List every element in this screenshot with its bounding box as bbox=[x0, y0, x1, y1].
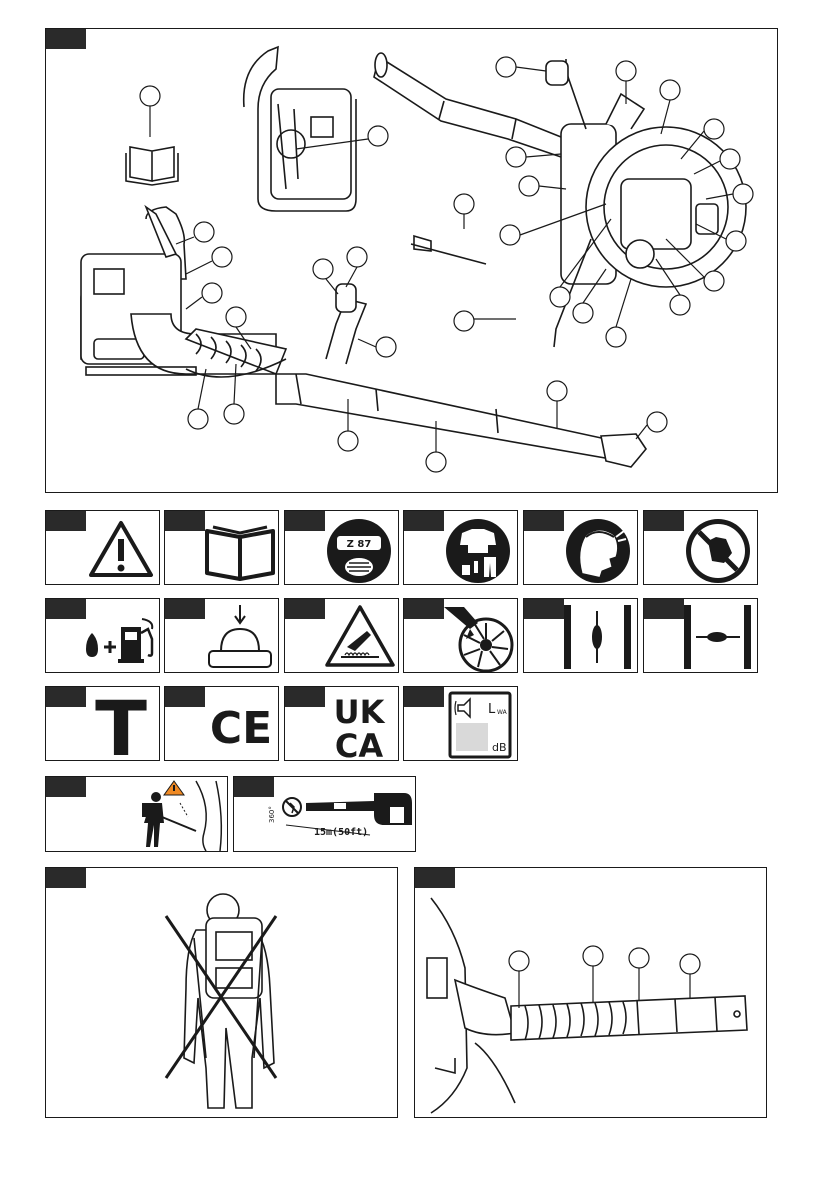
symbol-safe-distance: 360° 15m(50ft) bbox=[233, 776, 416, 852]
hot-surface-warning-icon bbox=[327, 607, 393, 665]
svg-text:CA: CA bbox=[335, 727, 383, 762]
svg-text:Z 87: Z 87 bbox=[347, 539, 372, 550]
svg-text:UK: UK bbox=[334, 693, 386, 731]
ce-mark-symbol: CE bbox=[210, 703, 272, 754]
svg-text:360°: 360° bbox=[268, 806, 276, 823]
overview-panel bbox=[45, 28, 778, 493]
symbol-read-manual bbox=[164, 510, 279, 585]
ukca-mark-symbol: UK CA bbox=[334, 693, 386, 762]
symbol-ce: CE bbox=[164, 686, 279, 761]
choke-open-icon bbox=[684, 605, 751, 669]
protective-clothing-icon bbox=[446, 519, 510, 583]
t-mark-symbol: T bbox=[95, 687, 147, 762]
svg-text:L: L bbox=[488, 702, 496, 717]
svg-text:T: T bbox=[95, 687, 147, 762]
wrong-wearing-panel bbox=[45, 867, 398, 1118]
operator-tree-hazard-icon bbox=[142, 781, 221, 851]
no-loose-clothing-icon bbox=[686, 519, 750, 583]
svg-text:15m(50ft): 15m(50ft) bbox=[314, 827, 368, 838]
overview-illustration bbox=[46, 29, 779, 494]
warning-triangle-icon bbox=[91, 523, 151, 575]
read-manual-icon bbox=[207, 527, 273, 579]
symbol-sound-power: L WA dB bbox=[403, 686, 518, 761]
hand-fan-hazard-icon bbox=[444, 607, 512, 671]
primer-bulb-icon bbox=[209, 605, 271, 667]
symbol-hair-protection bbox=[523, 510, 638, 585]
safety-goggles-mask-icon: Z 87 bbox=[327, 519, 391, 583]
manual-book-icon bbox=[126, 147, 178, 185]
svg-text:CE: CE bbox=[210, 703, 272, 754]
hose-assembly-panel bbox=[414, 867, 767, 1118]
symbol-choke-half bbox=[523, 598, 638, 673]
hose-assembly-drawing bbox=[427, 898, 747, 1113]
symbol-fuel-mix bbox=[45, 598, 160, 673]
symbol-rotating-fan bbox=[403, 598, 518, 673]
svg-text:WA: WA bbox=[497, 709, 508, 716]
symbol-primer bbox=[164, 598, 279, 673]
svg-text:dB: dB bbox=[492, 741, 507, 754]
blower-engine-top bbox=[546, 59, 746, 347]
symbol-ukca: UK CA bbox=[284, 686, 399, 761]
symbol-electric-line-hazard bbox=[45, 776, 228, 852]
bystander-distance-icon: 360° 15m(50ft) bbox=[268, 793, 412, 838]
operator-backpack-crossed-drawing bbox=[166, 894, 276, 1108]
symbol-choke-open bbox=[643, 598, 758, 673]
blower-tube-top bbox=[374, 53, 566, 157]
symbol-hot-surface bbox=[284, 598, 399, 673]
symbol-protective-clothing bbox=[403, 510, 518, 585]
symbol-warning bbox=[45, 510, 160, 585]
symbol-eye-ear-protection: Z 87 bbox=[284, 510, 399, 585]
spark-plug-wrench-drawing bbox=[411, 236, 486, 264]
symbol-no-loose-clothing bbox=[643, 510, 758, 585]
choke-half-open-icon bbox=[564, 605, 631, 669]
symbol-t-mark: T bbox=[45, 686, 160, 761]
backpack-frame-drawing bbox=[244, 47, 356, 211]
sound-power-level-icon: L WA dB bbox=[450, 693, 510, 757]
oil-fuel-pump-icon bbox=[86, 619, 152, 663]
tie-back-hair-icon bbox=[566, 519, 630, 583]
